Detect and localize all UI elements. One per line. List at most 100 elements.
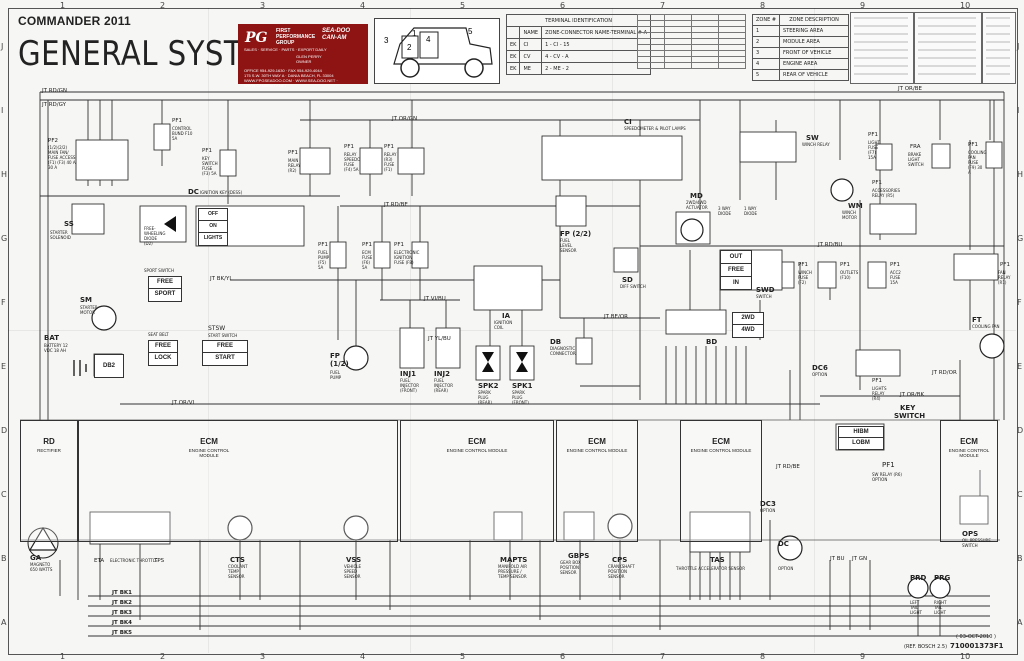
tps-label: TPS [154,558,165,564]
pf1-ign-desc: ELECTRONIC IGNITION FUSE (F8) [394,250,420,265]
bat-desc: BATTERY 12 VDC 18 AH [44,343,68,353]
ecm-title: ECM [200,437,218,446]
pf1-outlets-desc: OUTLETS (F10) [840,270,859,280]
ruler-row-letter: A [1017,618,1023,627]
ecm-module-1: ECM ENGINE CONTROL MODULE [78,420,398,542]
pf1-main-desc: MAIN RELAY (R2) [288,158,301,173]
junction-label: JT VI/BU [424,296,446,302]
md-desc: 2WD/4WD ACTUATOR [686,200,708,210]
dealer-logo-icon: PG [244,30,268,46]
fp2-label: FP (2/2) [560,230,592,238]
diagram-frame [8,8,1018,655]
ruler-column-number: 6 [560,1,566,10]
sw-label: SW [806,134,819,142]
fp-label: FP (1/2) [330,352,349,368]
dc6-label: DC6 [812,364,828,372]
revision-date: ( 03-OCT-2010 ) [956,634,996,640]
dealer-sticker: PG FIRST PERFORMANCE GROUP SEA-DOO CAN-A… [238,24,368,88]
freewheel-desc: FREE-WHEELING DIODE (D2) [144,226,166,246]
junction-label: JT RD/GY [42,102,66,108]
ia-desc: IGNITION COIL [494,320,513,330]
wm-label: WM [848,202,863,210]
ground-legend [914,12,982,84]
pf1-relay-label: PF1 [384,144,394,150]
sm-desc: STARTER MOTOR [80,305,98,315]
junction-label: JT YL/BU [428,336,451,342]
prg-desc: RIGHT TAIL LIGHT [934,600,947,615]
dc3-label: DC3 [760,500,776,508]
start-start-label: START [215,355,235,361]
pf1-light-label: PF1 [868,132,878,138]
fold-line [8,330,1016,331]
zone-3-label: 3 [384,36,389,45]
fp2-desc: FUEL LEVEL SENSOR [560,238,577,253]
ruler-column-number: 7 [660,1,666,10]
bat-label: BAT [44,334,59,342]
ruler-column-number: 3 [260,1,266,10]
key-on-label: ON [199,221,227,233]
cps-label: CPS [612,556,628,564]
ecm-module-2: ECM ENGINE CONTROL MODULE [400,420,554,542]
pf1-cooling-desc: COOLING FAN FUSE (F9) 30 A [968,150,987,175]
ruler-row-letter: E [1017,362,1023,371]
ss-label: SS [64,220,74,228]
ecm-subtitle: ENGINE CONTROL MODULE [188,448,230,458]
ruler-column-number: 1 [60,1,66,10]
ruler-row-letter: B [1,554,7,563]
ecm-module-3: ECM ENGINE CONTROL MODULE [556,420,638,542]
pf1-option-desc: SW RELAY (R6) OPTION [872,472,902,482]
fra-label: FRA [910,144,921,150]
ruler-column-number: 4 [360,652,366,661]
start-desc: START SWITCH [208,333,238,338]
eta-desc: ELECTRONIC THROTTLE [110,558,158,563]
dealer-name: FIRST PERFORMANCE GROUP [276,28,316,46]
dealer-brand: SEA-DOO CAN-AM [322,28,351,41]
ci-desc: SPEEDOMETER & PILOT LAMPS [624,126,686,131]
vehicle-zone-diagram: 3 2 1 4 5 [374,18,500,84]
swd-desc: SWITCH [756,294,772,299]
swd-label: SWD [756,286,775,294]
ecm-subtitle: ENGINE CONTROL MODULE [566,448,628,453]
db2-box: DB2 [94,354,124,378]
dealer-owner: GLEN PERRY OWNER [296,54,322,64]
ruler-row-letter: J [1,42,4,51]
ruler-row-letter: G [1,234,8,243]
svg-text:PG: PG [244,30,268,46]
ft-label: FT [972,316,982,324]
dealer-phone: OFFICE 954-929-1630 · FAX 954-929-4044 [244,68,322,73]
cts-label: CTS [230,556,245,564]
pf1-fan-label: PF1 [1000,262,1010,268]
prg-label: PRG [934,574,951,582]
zone-table-header: ZONE # [751,14,781,26]
spk1-label: SPK1 [512,382,533,390]
db-desc: DIAGNOSTIC CONNECTOR [550,346,576,356]
junction-label: JT OR/VI [172,400,195,406]
pf1-control-desc: CONTROL BUND F10 5A [172,126,193,141]
junction-label: JT RD/BE [384,202,408,208]
pf1-ign-label: PF1 [394,242,404,248]
dc-option-label: DC [778,540,789,548]
seatbelt-title: SEAT BELT [148,332,169,337]
junction-label: JT RD/BE [776,464,800,470]
pf1-main-label: PF1 [288,150,298,156]
pf1-acc-label: PF1 [872,180,882,186]
gbps-desc: GEAR BOX POSITION SENSOR [560,560,581,575]
ops-desc: OIL PRESSURE SWITCH [962,538,991,548]
sd-label: SD [622,276,633,284]
fold-line [814,8,815,653]
reference-note: (REF. BOSCH 2.5) [904,644,948,650]
pf1-winch-desc: WINCH FUSE (F2) [798,270,812,285]
ruler-row-letter: B [1017,554,1023,563]
dc-option-desc: OPTION [778,566,794,571]
cts-desc: COOLANT TEMP SENSOR [228,564,248,579]
key-switch-label: KEY [900,404,916,412]
sport-title: SPORT SWITCH [144,268,174,273]
pf1-acc2-label: PF1 [890,262,900,268]
vss-desc: VEHICLE SPEED SENSOR [344,564,361,579]
mapts-desc: MANIFOLD AIR PRESSURE / TEMP SENSOR [498,564,528,579]
fra-desc: BRAKE LIGHT SWITCH [908,152,924,167]
key-lights-label: LIGHTS [203,235,223,241]
pf2-desc: (1/2)(2/2) MAIN FAN/ FUSE ACCESS (F1) (F… [48,145,76,170]
